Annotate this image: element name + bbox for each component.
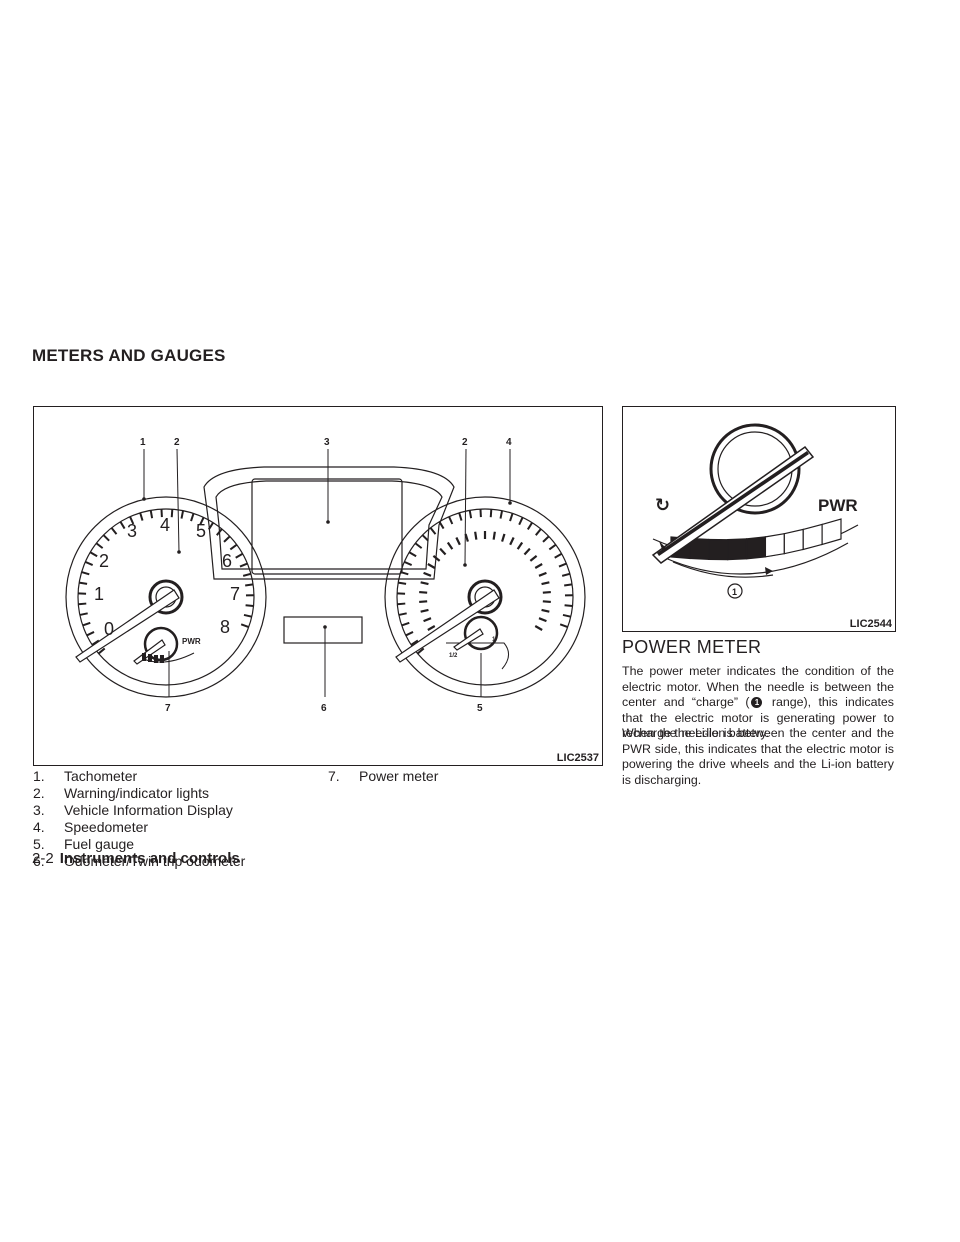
tach-number-7: 7 — [230, 584, 240, 604]
legend-item: 6.Odometer/Twin trip odometer — [33, 853, 246, 869]
instrument-cluster-illustration: 0 1 2 3 4 5 6 7 8 PWR 1 1/2 — [65, 437, 586, 714]
power-meter-illustration: PWR ↻ 1 — [651, 423, 859, 599]
figure-code: LIC2537 — [556, 752, 599, 764]
callout-3: 3 — [324, 437, 330, 448]
legend-item: 5.Fuel gauge — [33, 836, 135, 852]
figure-code: LIC2544 — [849, 618, 892, 630]
legend-item: 1.Tachometer — [33, 768, 138, 784]
tach-number-3: 3 — [127, 521, 137, 541]
legend-item: 4.Speedometer — [33, 819, 149, 835]
callout-2-left: 2 — [174, 437, 180, 448]
power-meter-pwr-label: PWR — [818, 496, 858, 515]
page-footer: 2-2 Instruments and controls — [32, 850, 240, 867]
callout-7: 7 — [165, 703, 171, 714]
power-meter-callout-1: 1 — [732, 587, 737, 597]
legend-list: 1.Tachometer 2.Warning/indicator lights … — [33, 768, 245, 870]
tach-number-8: 8 — [220, 617, 230, 637]
circled-number-1: 1 — [751, 697, 763, 708]
legend-item: 3.Vehicle Information Display — [33, 802, 233, 818]
legend-item: 2.Warning/indicator lights — [33, 785, 209, 801]
legend-list-continued: 7.Power meter — [328, 768, 438, 785]
tach-number-6: 6 — [222, 551, 232, 571]
power-meter-paragraph-1: The power meter indicates the condition … — [622, 664, 894, 740]
callout-4: 4 — [506, 437, 512, 448]
charge-icon: ↻ — [655, 495, 670, 516]
callout-1: 1 — [140, 437, 146, 448]
footer-section-title: Instruments and controls — [59, 850, 240, 867]
instrument-cluster-figure: 0 1 2 3 4 5 6 7 8 PWR 1 1/2 — [33, 406, 603, 766]
callout-5: 5 — [477, 703, 483, 714]
fuel-label-half: 1/2 — [449, 653, 458, 659]
power-meter-paragraph-2: When the needle is between the center an… — [622, 726, 894, 787]
callout-6: 6 — [321, 703, 327, 714]
tach-number-5: 5 — [196, 521, 206, 541]
tach-number-4: 4 — [160, 515, 170, 535]
tach-number-2: 2 — [99, 551, 109, 571]
legend-item: 7.Power meter — [328, 768, 439, 784]
tach-pwr-label: PWR — [182, 637, 201, 646]
tach-number-1: 1 — [94, 584, 104, 604]
tach-number-0: 0 — [104, 619, 114, 639]
callout-2-right: 2 — [462, 437, 468, 448]
section-title: METERS AND GAUGES — [32, 346, 226, 365]
page-number: 2-2 — [32, 850, 54, 867]
fuel-label-full: 1 — [492, 637, 496, 643]
power-meter-figure: PWR ↻ 1 LIC2544 — [622, 406, 896, 632]
power-meter-heading: POWER METER — [622, 637, 762, 657]
